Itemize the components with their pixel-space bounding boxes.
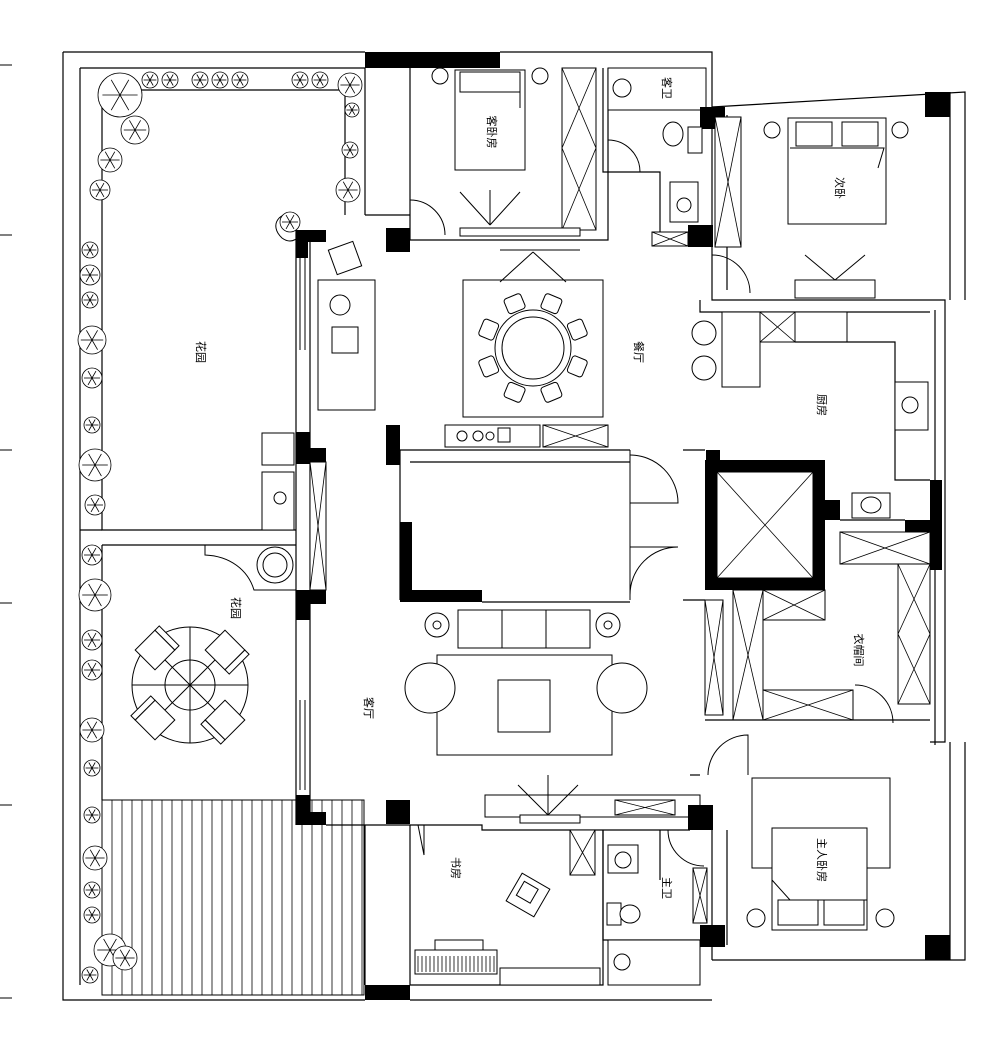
room-label-garden-north: 花园 (194, 341, 207, 363)
garden-labels: 花园 花园 (194, 341, 242, 619)
dining-room: 餐厅 (317, 240, 717, 448)
shrub (83, 759, 101, 777)
cloakroom: 衣帽间 (704, 519, 931, 724)
shrub (81, 241, 99, 259)
shrub (341, 141, 359, 159)
dining-chair (566, 318, 588, 341)
living-room: 客厅 (326, 609, 749, 831)
shrub (81, 291, 99, 309)
shrub (81, 544, 103, 566)
shrub (84, 494, 106, 516)
room-label-study: 书房 (449, 857, 462, 879)
room-label-kitchen: 厨房 (815, 394, 828, 416)
shrub (344, 102, 360, 118)
shrub (97, 147, 123, 173)
garden-north (80, 89, 346, 546)
house-west-wall (295, 230, 327, 825)
room-label-second-bedroom: 次卧 (833, 177, 847, 199)
guest-bedroom: 客卧房 (364, 52, 609, 252)
dining-chair (478, 318, 500, 341)
guest-bath: 客卫 (602, 67, 725, 247)
shrub (141, 71, 159, 89)
dining-chair (540, 381, 563, 403)
room-label-master-bedroom: 主人卧房 (815, 838, 828, 882)
shrub (337, 72, 363, 98)
room-label-main-bath: 主卫 (660, 877, 673, 899)
second-bedroom: 次卧 (711, 92, 950, 301)
shrub (83, 806, 101, 824)
shrub (97, 72, 143, 118)
shrub (191, 71, 209, 89)
room-label-dining: 餐厅 (632, 341, 646, 363)
shrub (89, 179, 111, 201)
shrub (231, 71, 249, 89)
shrub (83, 416, 101, 434)
room-label-cloakroom: 衣帽间 (852, 634, 866, 667)
shrub (120, 115, 150, 145)
shrub (78, 448, 112, 482)
shrub (78, 578, 112, 612)
room-label-guest-bedroom: 客卧房 (485, 116, 499, 149)
shrub (112, 945, 138, 971)
room-label-garden-south: 花园 (229, 597, 242, 619)
shrub (77, 325, 107, 355)
shrub (81, 966, 99, 984)
deck (101, 799, 365, 996)
shrub (335, 177, 361, 203)
shrub (79, 264, 101, 286)
shrub (291, 71, 309, 89)
shrub (81, 367, 103, 389)
shrub (81, 659, 103, 681)
dining-chair (503, 293, 526, 315)
dining-chair (566, 355, 588, 378)
garden-plants (77, 71, 363, 984)
shrub (279, 211, 301, 233)
kitchen: 厨房 (699, 300, 930, 519)
shrub (211, 71, 229, 89)
dining-chair (503, 381, 526, 403)
dining-chair (478, 355, 500, 378)
room-label-living: 客厅 (362, 697, 376, 719)
shrub (311, 71, 329, 89)
room-label-guest-bath: 客卫 (660, 77, 674, 99)
central-core (386, 425, 679, 603)
master-bedroom: 主人卧房 (711, 777, 950, 960)
dining-chair (540, 293, 563, 315)
shrub (81, 629, 103, 651)
shrub (83, 906, 101, 924)
shrub (83, 881, 101, 899)
shrub (161, 71, 179, 89)
shrub (82, 845, 108, 871)
elevator-shaft (683, 449, 942, 601)
main-bath: 主卫 (602, 805, 725, 986)
outdoor-dining-set (130, 625, 250, 745)
shrub (79, 717, 105, 743)
study: 书房 (364, 824, 604, 1000)
dimension-ticks (0, 64, 12, 999)
